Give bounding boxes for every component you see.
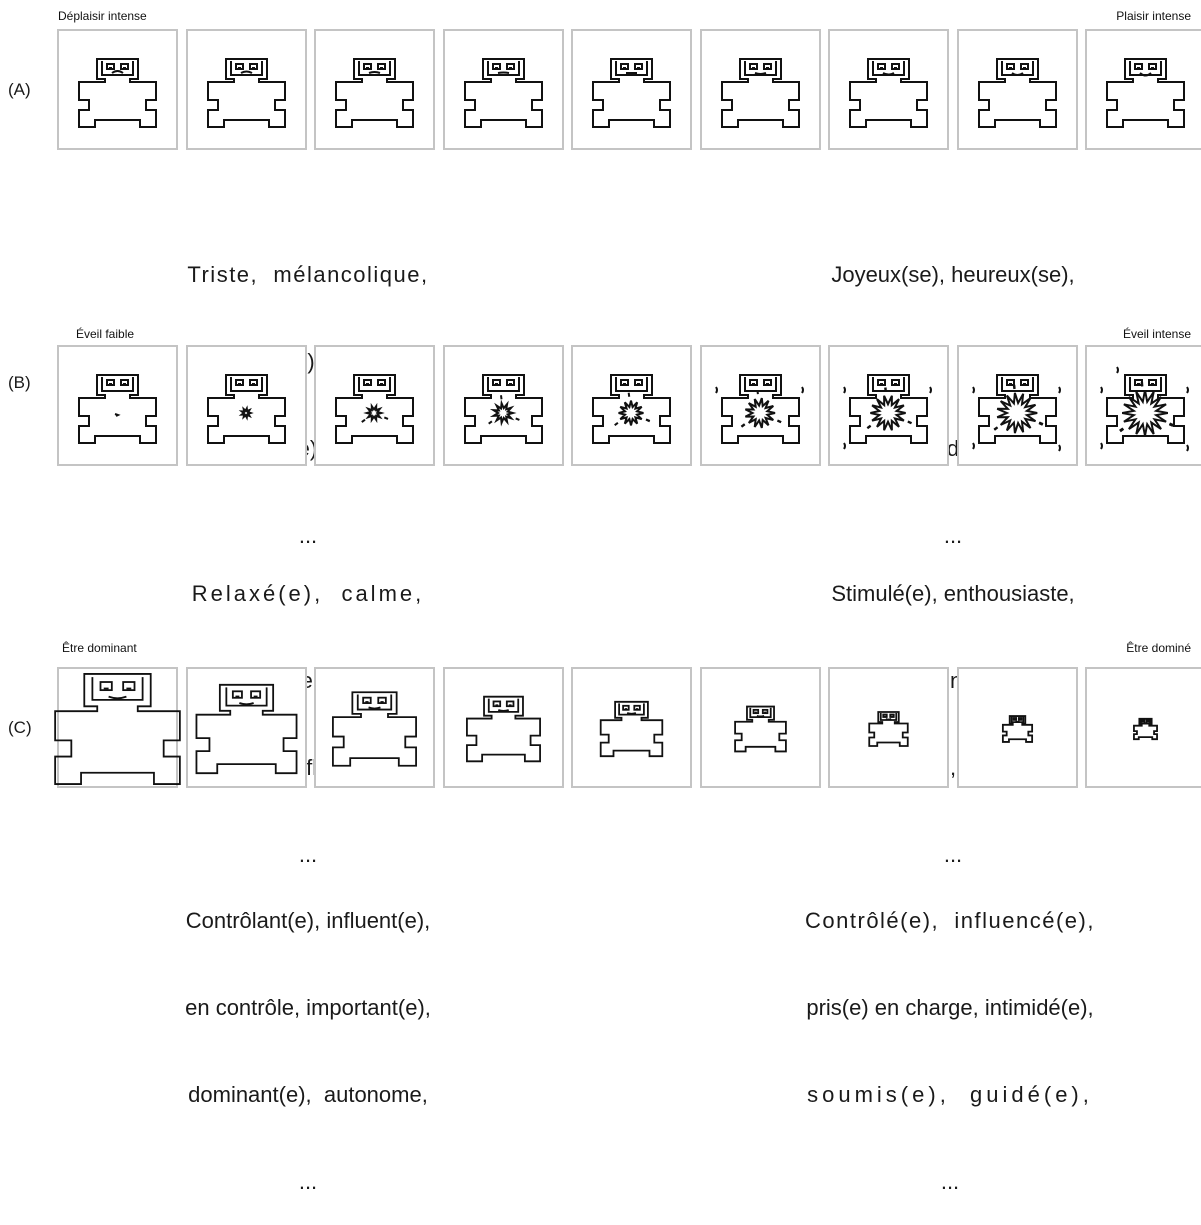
row-b-figure-8-drawing bbox=[959, 347, 1076, 464]
row-a-figure-7-drawing bbox=[830, 31, 947, 148]
row-b-figure-1-drawing bbox=[59, 347, 176, 464]
row-b-left-caption: Éveil faible bbox=[76, 327, 134, 341]
row-c-figure-4 bbox=[443, 667, 564, 788]
row-c-right-line-1: Contrôlé(e), influencé(e), bbox=[760, 906, 1140, 935]
row-b-figure-5 bbox=[571, 345, 692, 466]
row-a-left-caption: Déplaisir intense bbox=[58, 9, 147, 23]
row-b-figure-8 bbox=[957, 345, 1078, 466]
row-c-figure-4-drawing bbox=[445, 669, 562, 786]
row-b-figure-5-drawing bbox=[573, 347, 690, 464]
row-c-left-words: Contrôlant(e), influent(e), en contrôle,… bbox=[148, 848, 468, 1225]
row-c-left-line-3: dominant(e), autonome, bbox=[148, 1080, 468, 1109]
row-a-right-caption: Plaisir intense bbox=[1116, 9, 1191, 23]
row-c-figure-9 bbox=[1085, 667, 1201, 788]
row-a-figure-6-drawing bbox=[702, 31, 819, 148]
row-b-figure-2-drawing bbox=[188, 347, 305, 464]
row-c-left-line-1: Contrôlant(e), influent(e), bbox=[148, 906, 468, 935]
row-c-figure-8 bbox=[957, 667, 1078, 788]
row-c-figure-8-drawing bbox=[959, 669, 1076, 786]
row-b-label: (B) bbox=[8, 373, 31, 393]
row-b-figures bbox=[57, 345, 1197, 469]
row-c-right-caption: Être dominé bbox=[1126, 641, 1191, 655]
row-a-figure-4-drawing bbox=[445, 31, 562, 148]
row-c-right-line-2: pris(e) en charge, intimidé(e), bbox=[760, 993, 1140, 1022]
row-a-label: (A) bbox=[8, 80, 31, 100]
row-c-figure-3 bbox=[314, 667, 435, 788]
row-a-figure-3 bbox=[314, 29, 435, 150]
row-b-figure-3 bbox=[314, 345, 435, 466]
row-c-figure-1-drawing bbox=[59, 669, 176, 786]
row-c-figure-9-drawing bbox=[1087, 669, 1201, 786]
row-b-left-line-1: Relaxé(e), calme, bbox=[148, 579, 468, 608]
row-c-label: (C) bbox=[8, 718, 32, 738]
row-a-figure-1 bbox=[57, 29, 178, 150]
row-b-figure-7-drawing bbox=[830, 347, 947, 464]
row-b-figure-4-drawing bbox=[445, 347, 562, 464]
row-b-figure-7 bbox=[828, 345, 949, 466]
row-b-figure-6 bbox=[700, 345, 821, 466]
row-a-figure-5 bbox=[571, 29, 692, 150]
row-c-left-line-2: en contrôle, important(e), bbox=[148, 993, 468, 1022]
row-a-left-line-1: Triste, mélancolique, bbox=[148, 260, 468, 289]
row-b-figure-6-drawing bbox=[702, 347, 819, 464]
row-c-left-caption: Être dominant bbox=[62, 641, 137, 655]
row-a-figure-3-drawing bbox=[316, 31, 433, 148]
row-c-figure-2-drawing bbox=[188, 669, 305, 786]
row-a-figure-8-drawing bbox=[959, 31, 1076, 148]
row-b-figure-4 bbox=[443, 345, 564, 466]
row-b-figure-3-drawing bbox=[316, 347, 433, 464]
row-a-figure-9-drawing bbox=[1087, 31, 1201, 148]
row-a-figures bbox=[57, 29, 1197, 153]
row-c-right-line-3: soumis(e), guidé(e), bbox=[760, 1080, 1140, 1109]
row-a-figure-6 bbox=[700, 29, 821, 150]
row-c-figure-5-drawing bbox=[573, 669, 690, 786]
row-a-figure-2 bbox=[186, 29, 307, 150]
row-c-right-ellipsis: ... bbox=[760, 1167, 1140, 1196]
row-a-figure-8 bbox=[957, 29, 1078, 150]
row-b-right-line-1: Stimulé(e), enthousiaste, bbox=[793, 579, 1113, 608]
row-b-figure-2 bbox=[186, 345, 307, 466]
row-a-figure-9 bbox=[1085, 29, 1201, 150]
row-c-figure-3-drawing bbox=[316, 669, 433, 786]
row-b-right-caption: Éveil intense bbox=[1123, 327, 1191, 341]
row-a-figure-1-drawing bbox=[59, 31, 176, 148]
row-a-figure-7 bbox=[828, 29, 949, 150]
row-c-figure-1 bbox=[57, 667, 178, 788]
row-c-figure-2 bbox=[186, 667, 307, 788]
row-b-figure-1 bbox=[57, 345, 178, 466]
row-c-figure-6 bbox=[700, 667, 821, 788]
row-a-figure-4 bbox=[443, 29, 564, 150]
row-c-figure-6-drawing bbox=[702, 669, 819, 786]
row-b-figure-9 bbox=[1085, 345, 1201, 466]
row-c-figure-5 bbox=[571, 667, 692, 788]
row-a-figure-2-drawing bbox=[188, 31, 305, 148]
row-b-figure-9-drawing bbox=[1087, 347, 1201, 464]
row-a-right-line-1: Joyeux(se), heureux(se), bbox=[793, 260, 1113, 289]
row-c-figure-7-drawing bbox=[830, 669, 947, 786]
row-c-left-ellipsis: ... bbox=[148, 1167, 468, 1196]
row-a-figure-5-drawing bbox=[573, 31, 690, 148]
row-c-figures bbox=[57, 667, 1197, 791]
row-c-figure-7 bbox=[828, 667, 949, 788]
row-c-right-words: Contrôlé(e), influencé(e), pris(e) en ch… bbox=[760, 848, 1140, 1225]
